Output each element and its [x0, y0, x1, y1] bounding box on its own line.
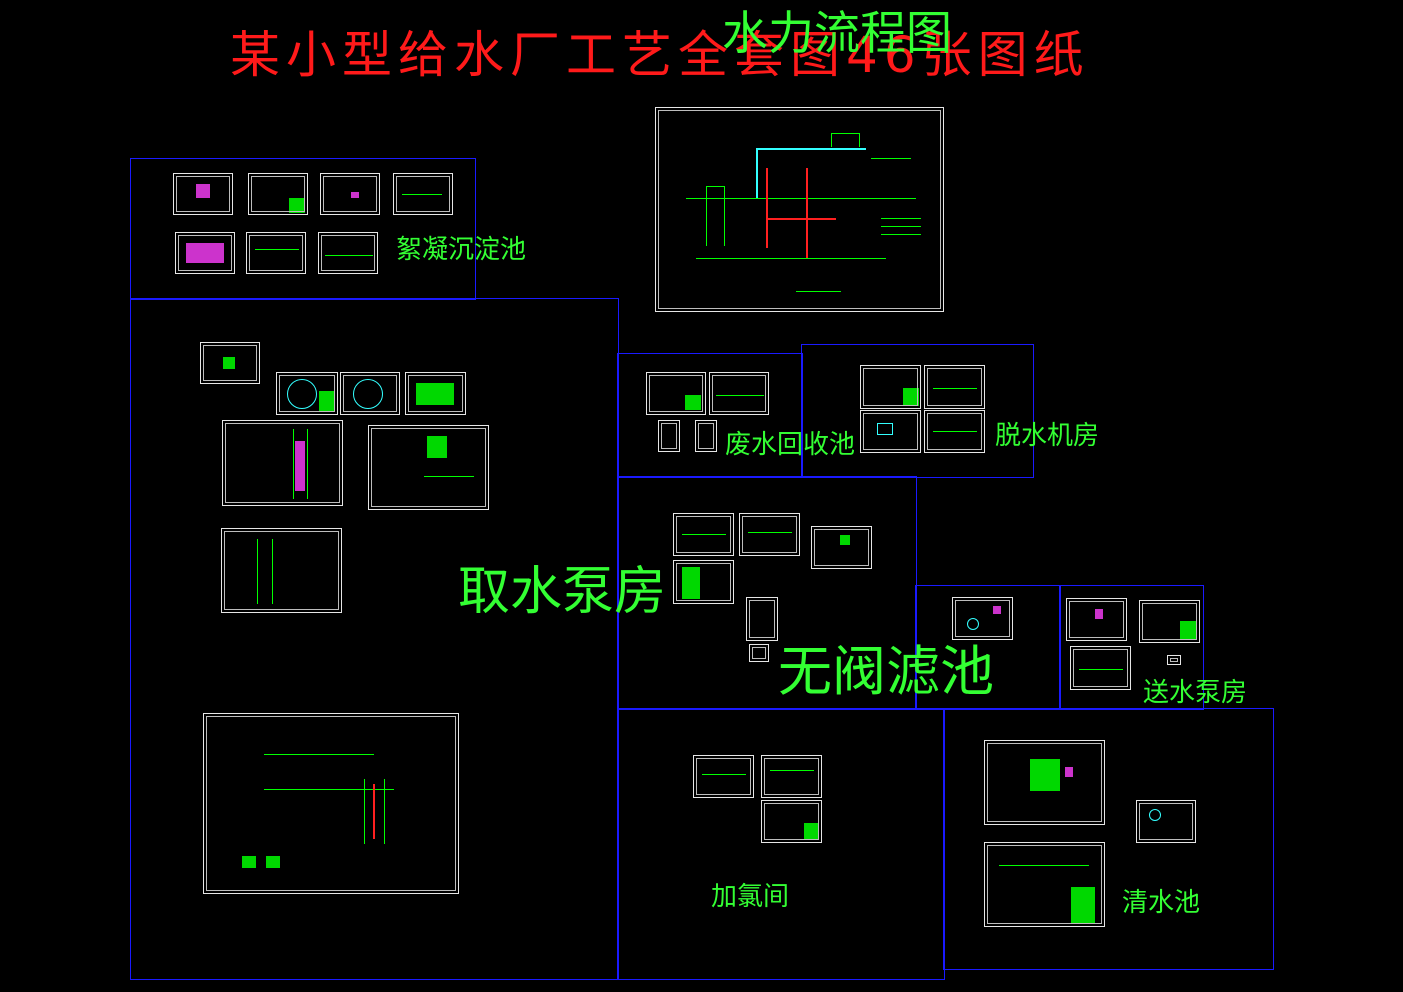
sheet-delivery-4[interactable] [1167, 655, 1181, 665]
sheet-hydraulic-flow[interactable] [655, 107, 944, 312]
drawing-main-title: 某小型给水厂工艺全套图46张图纸 [230, 26, 1090, 84]
sheet-wastewater-1[interactable] [646, 372, 706, 415]
sheet-chlorine-2[interactable] [761, 755, 822, 798]
sheet-floc-2[interactable] [248, 173, 308, 215]
region-wastewater [617, 353, 803, 478]
sheet-dewater-1[interactable] [860, 365, 921, 409]
sheet-intake-8[interactable] [203, 713, 459, 894]
sheet-clearwell-2[interactable] [1136, 800, 1196, 843]
sheet-wastewater-2[interactable] [709, 372, 769, 415]
sheet-intake-1[interactable] [200, 342, 260, 384]
sheet-intake-2[interactable] [276, 372, 338, 415]
sheet-filter-6[interactable] [749, 644, 769, 662]
sheet-floc-3[interactable] [320, 173, 380, 215]
sheet-wastewater-4[interactable] [695, 420, 717, 452]
region-intake-pump [130, 298, 619, 980]
sheet-dewater-3[interactable] [860, 410, 921, 453]
region-filter-side [915, 585, 1061, 710]
region-clear-well [943, 708, 1274, 970]
sheet-dewater-2[interactable] [924, 365, 985, 409]
sheet-intake-6[interactable] [368, 425, 489, 510]
sheet-intake-3[interactable] [340, 372, 400, 415]
sheet-clearwell-1[interactable] [984, 740, 1105, 825]
sheet-floc-7[interactable] [318, 232, 378, 274]
region-delivery-pump [1059, 585, 1204, 710]
sheet-floc-5[interactable] [175, 232, 235, 274]
region-dewatering [801, 344, 1034, 478]
sheet-chlorine-3[interactable] [761, 800, 822, 843]
label-dewatering: 脱水机房 [995, 421, 1100, 451]
sheet-filter-7[interactable] [952, 597, 1013, 640]
region-valveless-filter [617, 476, 917, 710]
sheet-filter-3[interactable] [811, 526, 872, 569]
sheet-intake-4[interactable] [405, 372, 466, 415]
sheet-intake-5[interactable] [222, 420, 343, 506]
sheet-floc-4[interactable] [393, 173, 453, 215]
region-flocculation [130, 158, 476, 300]
sheet-filter-1[interactable] [673, 513, 734, 556]
sheet-floc-6[interactable] [246, 232, 306, 274]
label-flocculation: 絮凝沉淀池 [396, 235, 527, 265]
sheet-dewater-4[interactable] [924, 410, 985, 453]
label-intake-pump: 取水泵房 [458, 562, 667, 622]
sheet-clearwell-3[interactable] [984, 842, 1105, 927]
flow-diagram-title: 水力流程图 [722, 6, 952, 60]
sheet-floc-1[interactable] [173, 173, 233, 215]
sheet-filter-5[interactable] [746, 597, 778, 641]
label-wastewater: 废水回收池 [725, 430, 856, 460]
sheet-intake-7[interactable] [221, 528, 342, 613]
sheet-filter-4[interactable] [673, 560, 734, 604]
sheet-chlorine-1[interactable] [693, 755, 754, 798]
sheet-delivery-3[interactable] [1070, 646, 1131, 690]
sheet-wastewater-3[interactable] [658, 420, 680, 452]
sheet-delivery-1[interactable] [1066, 598, 1127, 641]
sheet-filter-2[interactable] [739, 513, 800, 556]
label-chlorination: 加氯间 [711, 882, 790, 912]
region-chlorination [617, 708, 945, 980]
sheet-delivery-2[interactable] [1139, 600, 1200, 643]
label-clear-well: 清水池 [1122, 888, 1201, 918]
label-valveless-filter: 无阀滤池 [778, 640, 994, 703]
label-delivery-pump: 送水泵房 [1143, 678, 1248, 708]
